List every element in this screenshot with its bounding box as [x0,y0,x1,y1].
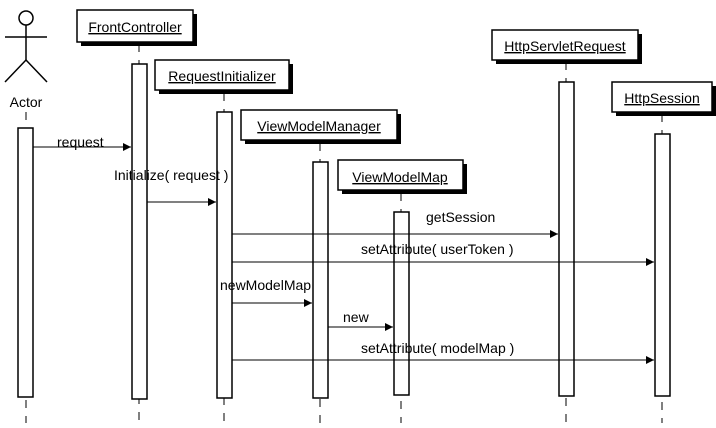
object-httpsession: HttpSession [611,81,716,116]
object-label-httpservletrequest: HttpServletRequest [504,38,626,54]
object-viewmodelmanager: ViewModelManager [240,109,401,144]
object-label-viewmodelmanager: ViewModelManager [257,118,381,134]
activation-frontcontroller [131,63,148,400]
message-setattribute-modelmap: setAttribute( modelMap ) [232,340,654,364]
message-label-getsession: getSession [426,209,495,225]
message-label-setattribute-modelmap: setAttribute( modelMap ) [361,340,514,356]
object-viewmodelmap: ViewModelMap [337,159,467,194]
message-new: new [328,309,393,331]
activation-httpsession [654,133,671,397]
object-label-requestinitializer: RequestInitializer [168,68,276,84]
activation-viewmodelmap [393,211,410,396]
object-label-viewmodelmap: ViewModelMap [352,169,448,185]
message-request: request [33,134,131,151]
object-requestinitializer: RequestInitializer [154,59,293,94]
object-label-httpsession: HttpSession [624,90,699,106]
message-initialize: Initialize( request ) [114,167,228,206]
message-newmodelmap: newModelMap [220,277,312,307]
message-label-initialize: Initialize( request ) [114,167,228,183]
activation-viewmodelmanager [312,161,329,399]
message-getsession: getSession [232,209,558,238]
actor-figure [4,10,48,83]
object-frontcontroller: FrontController [76,9,197,46]
message-label-request: request [57,134,104,150]
message-setattribute-usertoken: setAttribute( userToken ) [232,241,654,266]
activation-requestinitializer [216,111,233,399]
activation-actor [17,127,34,398]
message-label-new: new [343,309,370,325]
object-httpservletrequest: HttpServletRequest [491,29,642,64]
object-label-frontcontroller: FrontController [88,19,182,35]
actor-label: Actor [10,94,43,110]
activation-httpservletrequest [558,81,575,397]
message-label-newmodelmap: newModelMap [220,277,311,293]
message-label-setattribute-usertoken: setAttribute( userToken ) [361,241,514,257]
